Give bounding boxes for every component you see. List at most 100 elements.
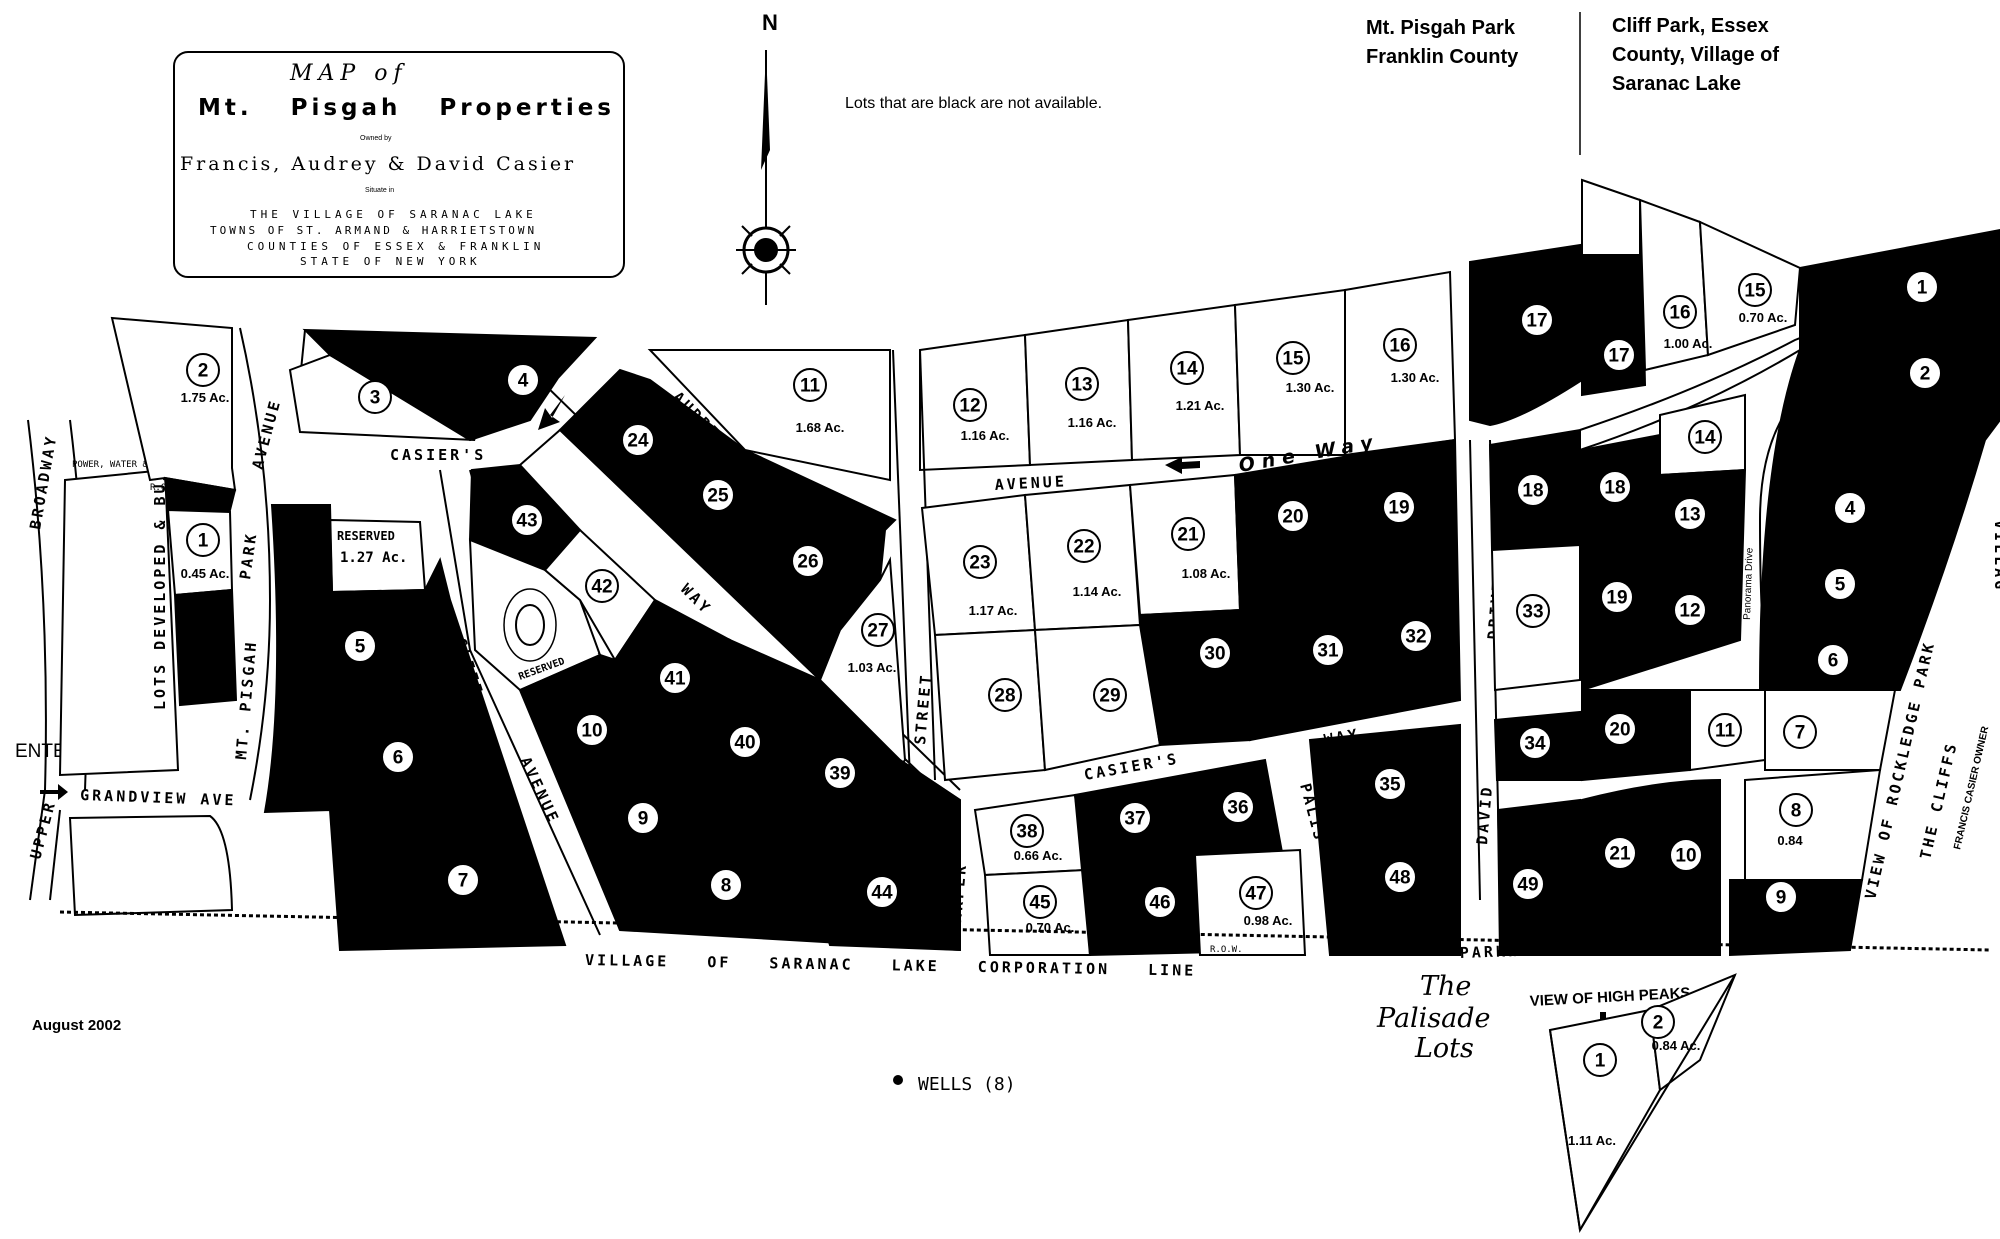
lots-developed-label: LOTS DEVELOPED & BUILT: [151, 445, 169, 710]
lot-marker-c2[interactable]: [1910, 358, 1940, 388]
lot-marker-1[interactable]: [186, 523, 220, 557]
lot-marker-c13[interactable]: [1675, 499, 1705, 529]
lot-marker-32[interactable]: [1401, 621, 1431, 651]
lot-marker-31[interactable]: [1313, 635, 1343, 665]
lot-marker-36[interactable]: [1223, 792, 1253, 822]
lot-11[interactable]: [647, 349, 891, 482]
header-left-line2: Franklin County: [1366, 46, 1519, 68]
lot-marker-19[interactable]: [1384, 492, 1414, 522]
lot-number-6: 6: [393, 748, 404, 769]
lot-marker-29[interactable]: [1093, 678, 1127, 712]
lot-marker-25[interactable]: [703, 480, 733, 510]
lot-marker-c17[interactable]: [1604, 340, 1634, 370]
lot-marker-c11[interactable]: [1708, 713, 1742, 747]
cliff-lot-20[interactable]: [1581, 689, 1691, 782]
lot-marker-c20[interactable]: [1605, 714, 1635, 744]
lot-marker-13[interactable]: [1065, 367, 1099, 401]
lot-number-47: 47: [1245, 884, 1266, 905]
lot-marker-35[interactable]: [1375, 769, 1405, 799]
reserved-acres-1: 1.27 Ac.: [340, 550, 407, 566]
lot-marker-24[interactable]: [623, 425, 653, 455]
lot-marker-p2[interactable]: [1641, 1005, 1675, 1039]
lot-marker-45[interactable]: [1023, 885, 1057, 919]
palisade-lot-1[interactable]: [1548, 1008, 1662, 1233]
cliff-lot-9[interactable]: [1729, 879, 1864, 957]
lot-marker-c12[interactable]: [1675, 595, 1705, 625]
lot-marker-41[interactable]: [660, 663, 690, 693]
lot-marker-34[interactable]: [1520, 728, 1550, 758]
lot-marker-43[interactable]: [512, 505, 542, 535]
lot-marker-5[interactable]: [345, 631, 375, 661]
lot-marker-11[interactable]: [793, 368, 827, 402]
lot-marker-17[interactable]: [1522, 305, 1552, 335]
lot-marker-7[interactable]: [448, 865, 478, 895]
lot-marker-c9[interactable]: [1766, 882, 1796, 912]
lot-marker-c21[interactable]: [1605, 838, 1635, 868]
lot-marker-c16[interactable]: [1663, 295, 1697, 329]
parkway-label: PARKWAY: [1460, 941, 1545, 962]
lot-marker-40[interactable]: [730, 727, 760, 757]
lot-39-44[interactable]: [728, 638, 961, 952]
lot-marker-6[interactable]: [383, 742, 413, 772]
lot-marker-23[interactable]: [963, 545, 997, 579]
lot-marker-8[interactable]: [711, 870, 741, 900]
lot-number-c11: 11: [1715, 721, 1736, 742]
lot-marker-c18[interactable]: [1600, 472, 1630, 502]
lot-acres-c16: 1.00 Ac.: [1664, 336, 1713, 351]
lot-marker-33[interactable]: [1516, 594, 1550, 628]
lot-marker-c10[interactable]: [1671, 840, 1701, 870]
lot-marker-14[interactable]: [1170, 351, 1204, 385]
lot-marker-47[interactable]: [1239, 876, 1273, 910]
cliff-lot-17[interactable]: [1581, 254, 1647, 397]
cliff-lots-21-10[interactable]: [1581, 778, 1721, 956]
lot-marker-c6[interactable]: [1818, 645, 1848, 675]
lot-marker-49[interactable]: [1513, 869, 1543, 899]
north-label: N: [762, 10, 778, 35]
lot-35-48[interactable]: [1308, 723, 1461, 956]
palisade-lot-2[interactable]: [1648, 973, 1737, 1092]
lot-marker-38[interactable]: [1010, 814, 1044, 848]
lot-marker-12[interactable]: [953, 388, 987, 422]
lot-marker-10[interactable]: [577, 715, 607, 745]
one-way-arrow-icon: [1165, 457, 1200, 474]
lot-marker-4[interactable]: [508, 365, 538, 395]
lot-marker-c15[interactable]: [1738, 273, 1772, 307]
lot-marker-2[interactable]: [186, 353, 220, 387]
lot-marker-c19[interactable]: [1602, 582, 1632, 612]
lot-marker-42[interactable]: [585, 569, 619, 603]
lot-marker-26[interactable]: [793, 546, 823, 576]
lot-marker-28[interactable]: [988, 678, 1022, 712]
lot-marker-9[interactable]: [628, 803, 658, 833]
cliff-lot-8[interactable]: [1744, 768, 1882, 881]
lot-marker-c8[interactable]: [1779, 793, 1813, 827]
lot-30-31-32[interactable]: [1138, 608, 1252, 747]
lot-4[interactable]: [302, 328, 598, 442]
lot-17[interactable]: [1469, 243, 1584, 427]
lot-marker-c14[interactable]: [1688, 420, 1722, 454]
lot-marker-18[interactable]: [1518, 475, 1548, 505]
lot-marker-c1[interactable]: [1907, 272, 1937, 302]
lot-marker-16[interactable]: [1383, 328, 1417, 362]
lot-marker-44[interactable]: [867, 877, 897, 907]
lot-marker-48[interactable]: [1385, 862, 1415, 892]
lot-acres-23: 1.17 Ac.: [969, 603, 1018, 618]
lot-marker-3[interactable]: [358, 380, 392, 414]
lot-acres-22: 1.14 Ac.: [1073, 584, 1122, 599]
lot-marker-20[interactable]: [1278, 501, 1308, 531]
lot-marker-c5[interactable]: [1825, 569, 1855, 599]
lot-marker-46[interactable]: [1145, 887, 1175, 917]
lot-20-19[interactable]: [1233, 438, 1462, 742]
lot-marker-15[interactable]: [1276, 341, 1310, 375]
lot-marker-39[interactable]: [825, 758, 855, 788]
lot-marker-c7[interactable]: [1783, 715, 1817, 749]
lot-marker-30[interactable]: [1200, 638, 1230, 668]
lot-marker-27[interactable]: [861, 613, 895, 647]
lot-marker-22[interactable]: [1067, 529, 1101, 563]
lot-number-c16: 16: [1669, 303, 1690, 324]
lot-marker-p1[interactable]: [1583, 1043, 1617, 1077]
lot-28[interactable]: [933, 628, 1047, 782]
lot-16[interactable]: [1344, 270, 1457, 457]
lot-marker-37[interactable]: [1120, 803, 1150, 833]
lot-marker-c4[interactable]: [1835, 493, 1865, 523]
lot-marker-21[interactable]: [1171, 517, 1205, 551]
